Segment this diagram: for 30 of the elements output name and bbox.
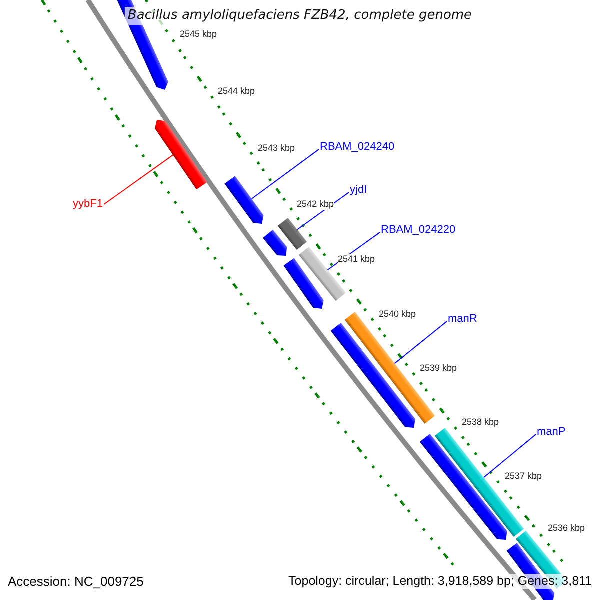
gene-label: RBAM_024220 [381, 224, 456, 238]
gene-block [155, 120, 208, 190]
leader-line [483, 434, 536, 478]
gene-bar [278, 218, 308, 250]
gene-label: RBAM_024240 [320, 141, 395, 154]
leader-line [394, 321, 448, 364]
gene-label: manP [537, 426, 566, 440]
scale-label: 2540 kbp [379, 309, 416, 320]
scale-label: 2538 kbp [462, 417, 500, 428]
gene-block [284, 258, 324, 309]
scale-label: 2544 kbp [218, 86, 256, 97]
scale-label: 2536 kbp [548, 523, 586, 534]
gene-block [262, 230, 288, 256]
scale-label: 2542 kbp [297, 199, 334, 210]
gene-label: manR [448, 313, 478, 326]
leader-line [251, 149, 320, 200]
accession-label: Accession: NC_009725 [8, 574, 144, 590]
scale-label: 2545 kbp [180, 29, 218, 40]
scale-label: 2543 kbp [258, 143, 296, 154]
gene-label: yybF1 [73, 198, 103, 212]
gene-bar [434, 428, 524, 537]
gene-block [420, 434, 508, 540]
genome-summary: Topology: circular; Length: 3,918,589 bp; Genes: 3,811 [288, 574, 592, 589]
gene-label: yjdI [350, 184, 368, 198]
scale-label: 2541 kbp [338, 254, 376, 265]
gene-block [330, 323, 416, 428]
scale-label: 2539 kbp [420, 363, 458, 374]
gene-block [224, 176, 264, 224]
leader-line [104, 154, 174, 206]
scale-label: 2537 kbp [505, 471, 542, 482]
